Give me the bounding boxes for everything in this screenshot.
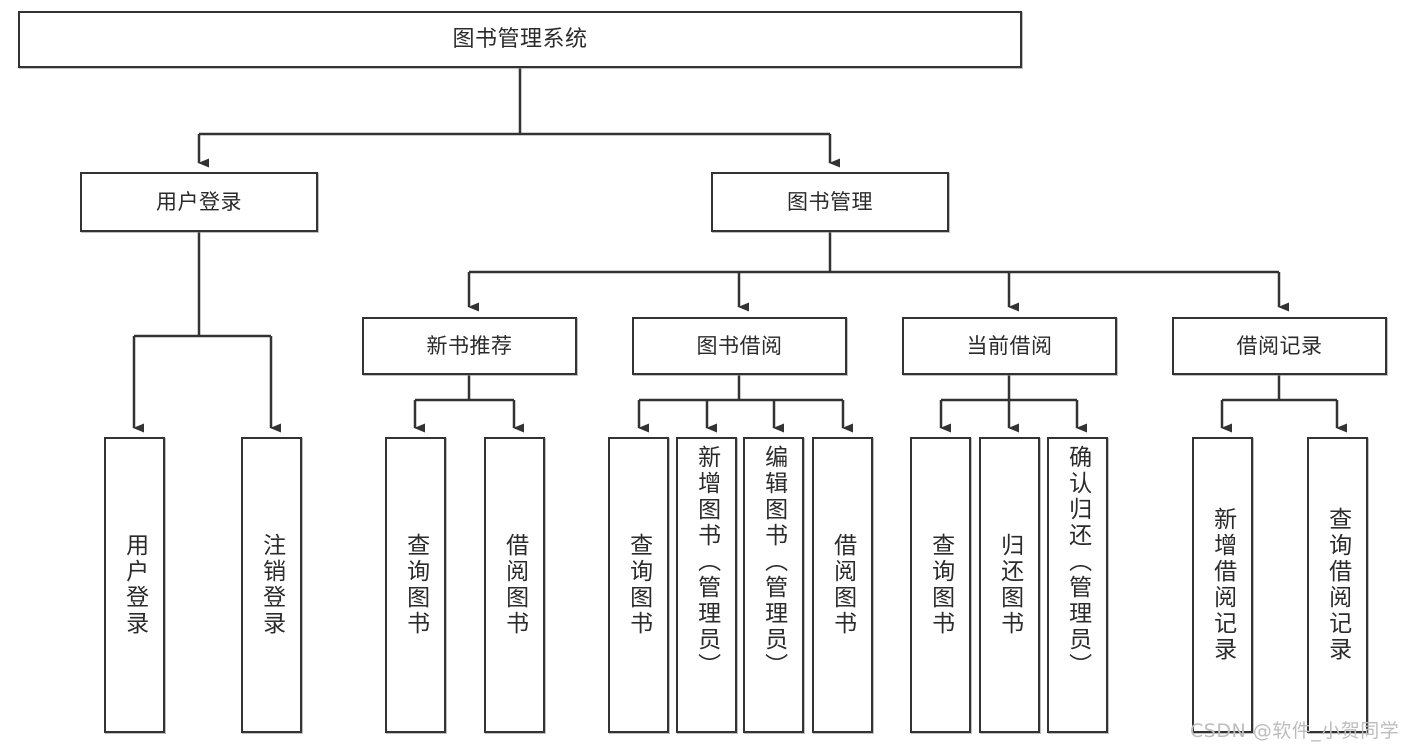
- csdn-watermark: CSDN @软件_小贺同学: [1190, 720, 1400, 742]
- node-label: 图书借阅: [696, 333, 783, 358]
- node-leaf-logout-login[interactable]: 注销登录: [241, 437, 302, 733]
- node-label: 查询借阅记录: [1324, 507, 1351, 663]
- node-label: 查询图书: [927, 533, 954, 637]
- connector-bookborrow-to-leaves: [637, 375, 853, 433]
- node-label: 确认归还（管理员）: [1064, 445, 1091, 679]
- connector-userlogin-to-leaves: [132, 232, 281, 433]
- node-label: 借阅记录: [1236, 333, 1323, 358]
- node-label: 归还图书: [996, 533, 1023, 637]
- node-user-login[interactable]: 用户登录: [80, 172, 318, 232]
- node-root-book-management-system[interactable]: 图书管理系统: [18, 11, 1022, 68]
- node-leaf-edit-book-admin[interactable]: 编辑图书（管理员）: [743, 437, 804, 733]
- node-label: 注销登录: [258, 533, 285, 637]
- node-current-borrow[interactable]: 当前借阅: [902, 317, 1117, 375]
- node-label: 编辑图书（管理员）: [760, 445, 787, 679]
- node-leaf-borrow-book-1[interactable]: 借阅图书: [484, 437, 545, 733]
- connector-newbook-to-leaves: [413, 375, 524, 433]
- node-label: 当前借阅: [966, 333, 1053, 358]
- node-leaf-confirm-return-admin[interactable]: 确认归还（管理员）: [1047, 437, 1108, 733]
- node-leaf-query-book-1[interactable]: 查询图书: [385, 437, 446, 733]
- connector-bookmanage-to-level3: [467, 232, 1289, 312]
- node-book-borrow[interactable]: 图书借阅: [632, 317, 847, 375]
- node-label: 查询图书: [625, 533, 652, 637]
- node-new-book-recommend[interactable]: 新书推荐: [362, 317, 577, 375]
- node-leaf-borrow-book-2[interactable]: 借阅图书: [812, 437, 873, 733]
- node-label: 新增图书（管理员）: [693, 445, 720, 679]
- node-leaf-query-book-2[interactable]: 查询图书: [608, 437, 669, 733]
- node-label: 新增借阅记录: [1209, 507, 1236, 663]
- node-leaf-return-book[interactable]: 归还图书: [979, 437, 1040, 733]
- node-leaf-query-borrow-record[interactable]: 查询借阅记录: [1307, 437, 1368, 733]
- node-book-manage[interactable]: 图书管理: [711, 172, 949, 232]
- node-leaf-user-login[interactable]: 用户登录: [104, 437, 165, 733]
- node-leaf-add-borrow-record[interactable]: 新增借阅记录: [1192, 437, 1253, 733]
- node-label: 借阅图书: [501, 533, 528, 637]
- node-leaf-add-book-admin[interactable]: 新增图书（管理员）: [676, 437, 737, 733]
- connector-root-to-level2: [197, 68, 840, 168]
- node-label: 查询图书: [402, 533, 429, 637]
- connector-borrowrecord-to-leaves: [1220, 375, 1347, 433]
- node-leaf-query-book-3[interactable]: 查询图书: [910, 437, 971, 733]
- connector-currentborrow-to-leaves: [939, 375, 1087, 433]
- node-label: 用户登录: [121, 533, 148, 637]
- node-label: 新书推荐: [426, 333, 513, 358]
- node-label: 用户登录: [156, 189, 242, 214]
- node-label: 图书管理系统: [452, 26, 588, 52]
- node-label: 借阅图书: [829, 533, 856, 637]
- node-label: 图书管理: [787, 189, 873, 214]
- node-borrow-record[interactable]: 借阅记录: [1172, 317, 1387, 375]
